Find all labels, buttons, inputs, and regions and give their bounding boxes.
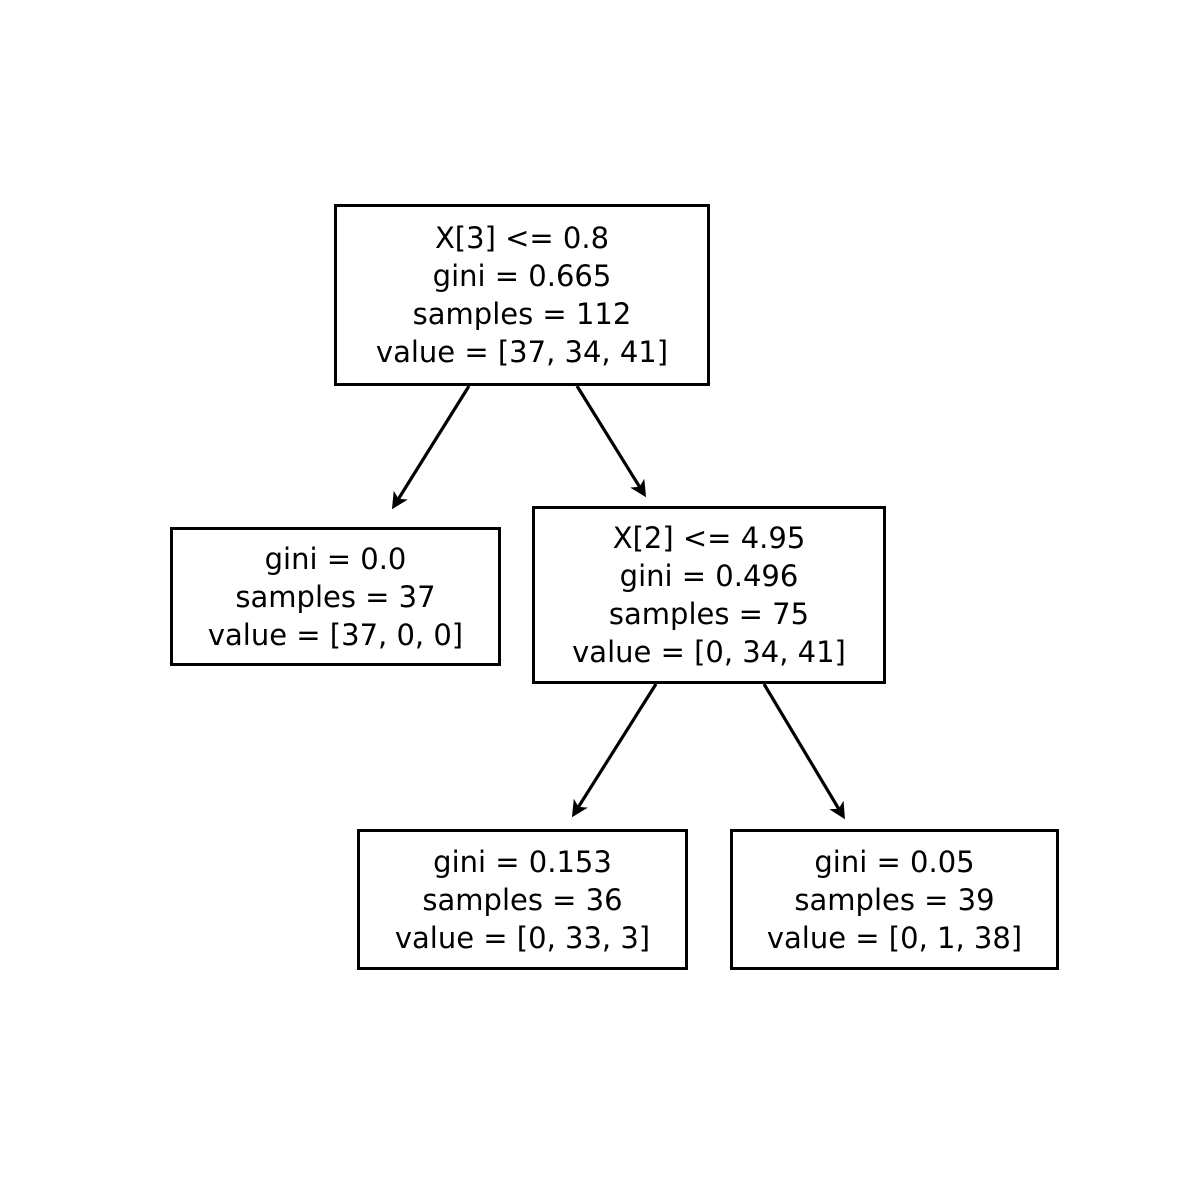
node-gini: gini = 0.496 bbox=[619, 559, 799, 593]
node-condition: X[2] <= 4.95 bbox=[612, 521, 806, 555]
node-samples: samples = 39 bbox=[794, 882, 995, 917]
tree-node-leaf-4[interactable]: gini = 0.05 samples = 39 value = [0, 1, … bbox=[730, 829, 1059, 970]
node-value: value = [37, 34, 41] bbox=[375, 335, 669, 369]
node-condition: X[3] <= 0.8 bbox=[434, 221, 610, 255]
node-value: value = [0, 34, 41] bbox=[572, 635, 846, 669]
node-gini: gini = 0.153 bbox=[433, 844, 612, 879]
edge-right-split-to-leaf-4 bbox=[762, 683, 845, 820]
tree-node-right-split[interactable]: X[2] <= 4.95 gini = 0.496 samples = 75 v… bbox=[532, 506, 886, 684]
edge-root-to-left-leaf bbox=[391, 385, 471, 510]
edge-right-split-to-leaf-3 bbox=[571, 683, 658, 818]
node-gini: gini = 0.0 bbox=[264, 541, 407, 576]
tree-node-left-leaf[interactable]: gini = 0.0 samples = 37 value = [37, 0, … bbox=[170, 527, 501, 666]
node-samples: samples = 36 bbox=[422, 882, 623, 917]
node-value: value = [37, 0, 0] bbox=[207, 617, 464, 652]
node-gini: gini = 0.05 bbox=[814, 844, 975, 879]
node-samples: samples = 37 bbox=[235, 579, 436, 614]
node-value: value = [0, 1, 38] bbox=[766, 920, 1023, 955]
tree-node-leaf-3[interactable]: gini = 0.153 samples = 36 value = [0, 33… bbox=[357, 829, 688, 970]
node-gini: gini = 0.665 bbox=[432, 259, 612, 293]
edge-root-to-right-split bbox=[575, 385, 647, 498]
tree-node-root[interactable]: X[3] <= 0.8 gini = 0.665 samples = 112 v… bbox=[334, 204, 710, 386]
node-value: value = [0, 33, 3] bbox=[394, 920, 651, 955]
node-samples: samples = 75 bbox=[608, 597, 810, 631]
node-samples: samples = 112 bbox=[412, 297, 632, 331]
